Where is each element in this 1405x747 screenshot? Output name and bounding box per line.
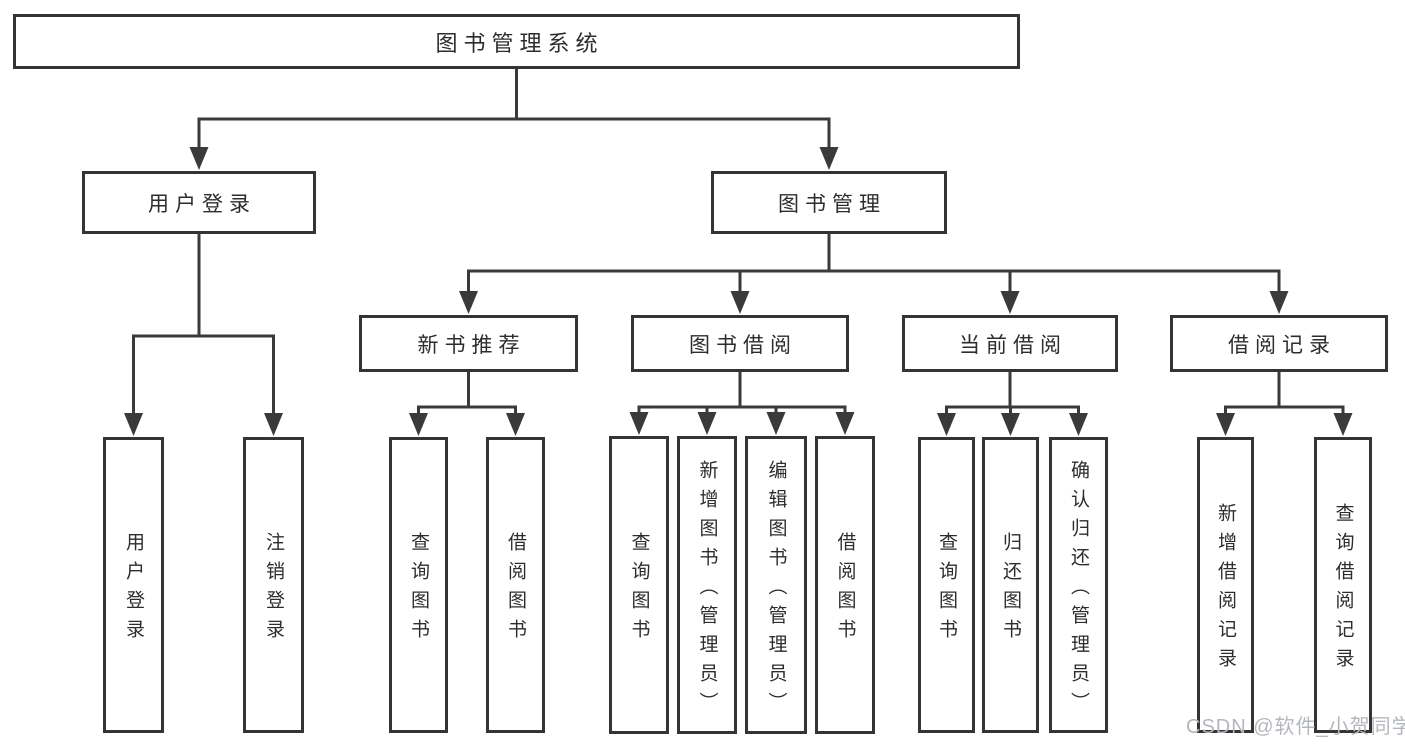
- arrowhead-nbr-borrow-books: [506, 413, 525, 436]
- node-label-borrow-records: 借阅记录: [1228, 333, 1336, 357]
- arrowhead-current-borrowing: [1000, 291, 1020, 314]
- arrowhead-book-management: [819, 147, 839, 170]
- arrowhead-cb-confirm-return: [1069, 413, 1088, 436]
- node-label-br-query-record: 查询借阅记录: [1332, 503, 1354, 677]
- node-label-bb-borrow-books: 借阅图书: [834, 532, 856, 648]
- node-book-management: 图书管理: [711, 171, 947, 234]
- arrowhead-cb-return-books: [1001, 413, 1020, 436]
- arrowhead-borrow-records: [1269, 291, 1289, 314]
- node-bb-edit-books: 编辑图书（管理员）: [745, 436, 807, 734]
- node-bb-borrow-books: 借阅图书: [815, 436, 875, 734]
- node-root: 图书管理系统: [13, 14, 1020, 69]
- arrowhead-book-borrowing: [730, 291, 750, 314]
- node-label-bb-add-books: 新增图书（管理员）: [696, 459, 718, 721]
- node-user-login: 用户登录: [82, 171, 316, 234]
- node-label-nbr-query-books: 查询图书: [408, 532, 429, 648]
- arrowhead-br-query-record: [1333, 413, 1353, 436]
- node-cb-return-books: 归还图书: [982, 437, 1039, 733]
- node-label-cb-query-books: 查询图书: [936, 532, 957, 648]
- arrowhead-nbr-query-books: [409, 413, 428, 436]
- node-br-query-record: 查询借阅记录: [1314, 437, 1372, 733]
- node-label-bb-edit-books: 编辑图书（管理员）: [765, 459, 787, 721]
- arrowhead-cb-query-books: [937, 413, 956, 436]
- node-book-borrowing: 图书借阅: [631, 315, 849, 372]
- node-label-login: 用户登录: [123, 532, 144, 648]
- node-current-borrowing: 当前借阅: [902, 315, 1118, 372]
- node-label-cb-confirm-return: 确认归还（管理员）: [1068, 459, 1089, 721]
- node-label-nbr-borrow-books: 借阅图书: [505, 532, 526, 648]
- node-label-user-login: 用户登录: [148, 192, 256, 216]
- node-label-book-management: 图书管理: [778, 192, 886, 216]
- node-label-cb-return-books: 归还图书: [1000, 532, 1021, 648]
- node-borrow-records: 借阅记录: [1170, 315, 1388, 372]
- arrowhead-user-login: [189, 147, 209, 170]
- node-bb-query-books: 查询图书: [609, 436, 669, 734]
- node-cb-confirm-return: 确认归还（管理员）: [1049, 437, 1108, 733]
- node-logout: 注销登录: [243, 437, 304, 733]
- node-login: 用户登录: [103, 437, 164, 733]
- arrowhead-bb-add-books: [697, 412, 717, 435]
- node-new-book-recommend: 新书推荐: [359, 315, 578, 372]
- node-br-add-record: 新增借阅记录: [1197, 437, 1254, 733]
- node-nbr-borrow-books: 借阅图书: [486, 437, 545, 733]
- node-label-new-book-recommend: 新书推荐: [417, 333, 526, 357]
- node-nbr-query-books: 查询图书: [389, 437, 448, 733]
- node-label-book-borrowing: 图书借阅: [689, 333, 797, 357]
- node-label-logout: 注销登录: [263, 532, 284, 648]
- arrowhead-br-add-record: [1216, 413, 1235, 436]
- node-label-root: 图书管理系统: [435, 30, 604, 56]
- node-cb-query-books: 查询图书: [918, 437, 975, 733]
- arrowhead-bb-query-books: [629, 412, 649, 435]
- node-label-br-add-record: 新增借阅记录: [1215, 503, 1236, 677]
- node-label-current-borrowing: 当前借阅: [959, 333, 1067, 357]
- watermark: CSDN @软件_小贺同学: [1186, 716, 1405, 738]
- arrowhead-logout: [264, 413, 283, 436]
- arrowhead-new-book-recommend: [459, 291, 478, 314]
- node-bb-add-books: 新增图书（管理员）: [677, 436, 737, 734]
- arrowhead-bb-borrow-books: [835, 412, 855, 435]
- arrowhead-bb-edit-books: [766, 412, 786, 435]
- node-label-bb-query-books: 查询图书: [628, 532, 650, 648]
- arrowhead-login: [124, 413, 143, 436]
